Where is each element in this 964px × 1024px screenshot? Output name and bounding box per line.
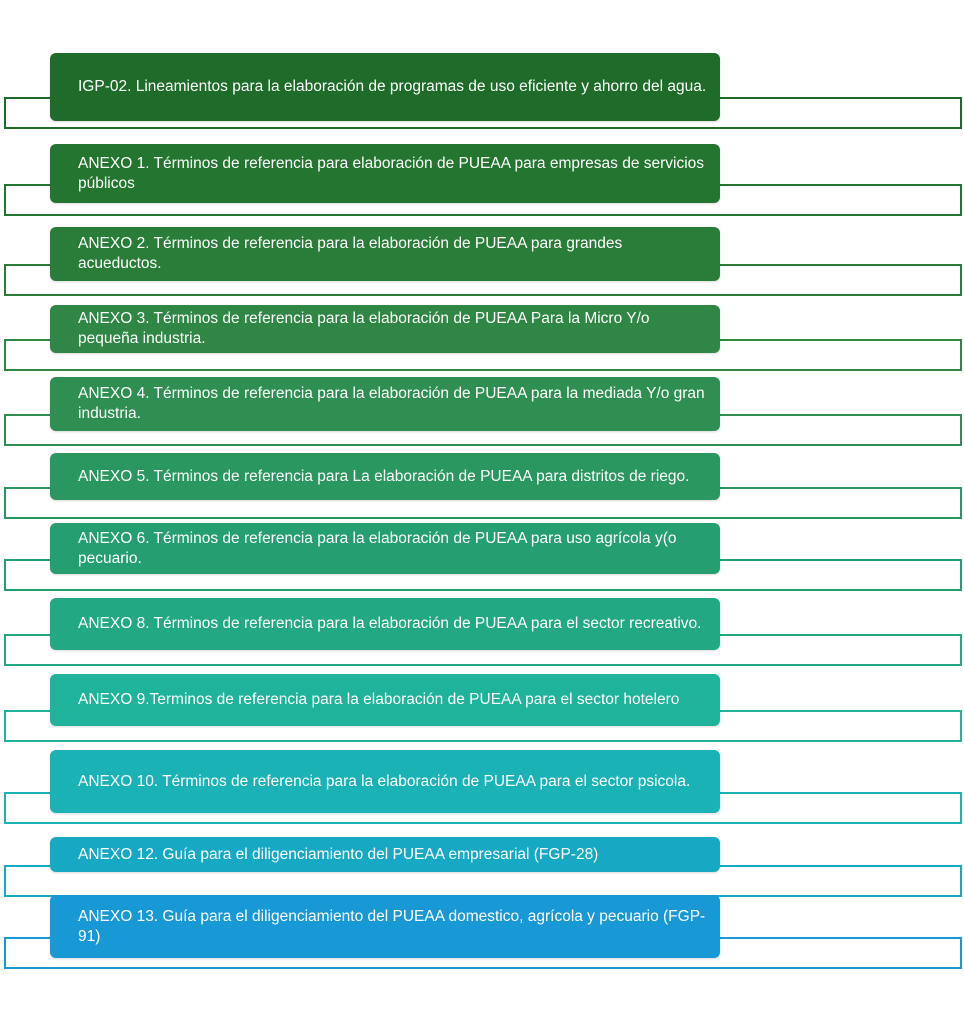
document-box: ANEXO 2. Términos de referencia para la … [50,227,720,281]
connector-stub-right [720,264,962,266]
connector-line [4,339,962,371]
document-box: ANEXO 1. Términos de referencia para ela… [50,144,720,203]
connector-stub-left [4,559,50,561]
document-title: ANEXO 10. Términos de referencia para la… [78,772,691,790]
connector-stub-left [4,792,50,794]
connector-stub-right [720,339,962,341]
connector-stub-left [4,710,50,712]
document-box: ANEXO 8. Términos de referencia para la … [50,598,720,650]
document-box: ANEXO 9.Terminos de referencia para la e… [50,674,720,726]
connector-stub-right [720,414,962,416]
connector-stub-left [4,414,50,416]
connector-stub-left [4,634,50,636]
connector-stub-right [720,559,962,561]
connector-stub-right [720,792,962,794]
connector-stub-right [720,184,962,186]
document-box: ANEXO 13. Guía para el diligenciamiento … [50,895,720,958]
connector-stub-left [4,865,50,867]
connector-stub-left [4,184,50,186]
connector-line [4,414,962,446]
document-title: ANEXO 13. Guía para el diligenciamiento … [78,907,706,945]
document-title: ANEXO 12. Guía para el diligenciamiento … [78,845,599,863]
document-title: ANEXO 5. Términos de referencia para La … [78,467,690,485]
connector-line [4,559,962,591]
connector-line [4,710,962,742]
connector-line [4,937,962,969]
connector-stub-left [4,937,50,939]
document-box: IGP-02. Lineamientos para la elaboración… [50,53,720,121]
connector-line [4,792,962,824]
document-title: ANEXO 1. Términos de referencia para ela… [78,154,705,192]
document-box: ANEXO 3. Términos de referencia para la … [50,305,720,353]
connector-line [4,487,962,519]
document-title: ANEXO 9.Terminos de referencia para la e… [78,691,680,708]
document-title: ANEXO 3. Términos de referencia para la … [78,310,650,347]
connector-stub-right [720,487,962,489]
connector-stub-right [720,97,962,99]
document-title: ANEXO 6. Términos de referencia para la … [78,529,677,567]
connector-stub-right [720,865,962,867]
connector-stub-left [4,339,50,341]
connector-line [4,184,962,216]
connector-stub-right [720,937,962,939]
document-title: IGP-02. Lineamientos para la elaboración… [78,78,707,95]
connector-line [4,97,962,129]
document-box: ANEXO 6. Términos de referencia para la … [50,523,720,574]
document-box: ANEXO 5. Términos de referencia para La … [50,453,720,500]
document-box: ANEXO 12. Guía para el diligenciamiento … [50,837,720,872]
connector-stub-left [4,264,50,266]
connector-line [4,634,962,666]
document-box: ANEXO 10. Términos de referencia para la… [50,750,720,813]
document-box: ANEXO 4. Términos de referencia para la … [50,377,720,431]
document-title: ANEXO 2. Términos de referencia para la … [78,235,623,272]
connector-stub-left [4,97,50,99]
connector-line [4,264,962,296]
connector-stub-left [4,487,50,489]
document-title: ANEXO 8. Términos de referencia para la … [78,615,702,632]
connector-stub-right [720,710,962,712]
connector-stub-right [720,634,962,636]
document-title: ANEXO 4. Términos de referencia para la … [78,385,705,422]
